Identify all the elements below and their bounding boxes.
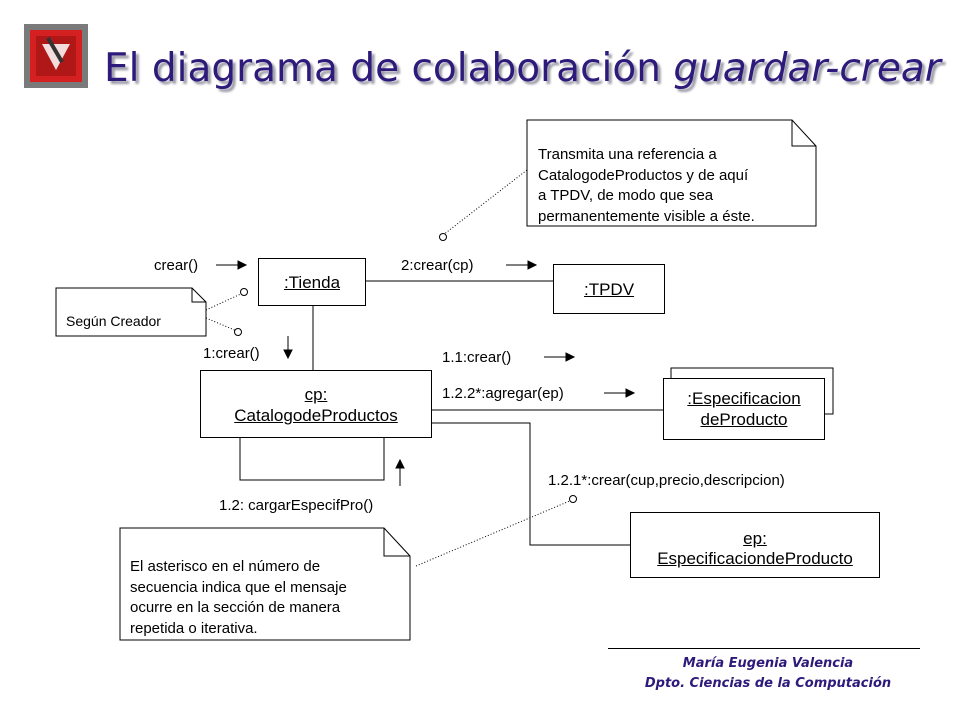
object-especificacion-line2: deProducto — [700, 410, 788, 429]
note-transmita-line: CatalogodeProductos y de aquí — [538, 166, 749, 184]
object-especificacion-line1: :Especificacion — [687, 389, 801, 408]
note-transmita-line: a TPDV, de modo que sea — [538, 187, 714, 204]
object-catalogo-line2: CatalogodeProductos — [234, 406, 398, 425]
note-transmita-connector — [442, 169, 528, 236]
note-asterisco-anchor — [569, 495, 577, 503]
object-catalogo-line1: cp: — [304, 385, 328, 404]
link-catalogo-ep — [432, 422, 630, 546]
note-transmita-line: permanentemente visible a éste. — [538, 207, 755, 225]
object-tpdv: :TPDV — [553, 264, 665, 314]
footer-author: María Eugenia Valencia — [682, 656, 854, 671]
arrow-one-one-crear — [544, 352, 576, 362]
msg-cargar: 1.2: cargarEspecifPro() — [219, 497, 374, 514]
note-asterisco-text: El asterisco en el número de secuencia i… — [130, 557, 347, 639]
footer-divider — [608, 648, 920, 649]
footer-dept: Dpto. Ciencias de la Computación — [644, 676, 892, 691]
note-transmita-line: Transmita una referencia a — [538, 146, 717, 163]
msg-one-one-crear: 1.1:crear() — [442, 349, 512, 366]
title-italic: guardar-crear — [673, 46, 941, 91]
msg-crear-cp: 2:crear(cp) — [401, 257, 474, 274]
note-asterisco-line: repetida o iterativa. — [130, 619, 258, 637]
object-tpdv-label: :TPDV — [583, 280, 635, 299]
page-title: El diagrama de colaboración guardar-crea… — [104, 46, 941, 91]
object-especificacion-multi: :Especificacion deProducto — [663, 378, 825, 440]
note-transmita-shape — [526, 119, 817, 227]
note-creador-shape — [55, 287, 207, 337]
arrow-one-crear — [283, 336, 293, 360]
object-catalogo: cp: CatalogodeProductos — [200, 370, 432, 438]
note-creador-text: Según Creador — [66, 313, 161, 329]
self-link-loop — [239, 438, 385, 481]
object-ep-line1: ep: — [743, 529, 767, 548]
object-ep-line2: EspecificaciondeProducto — [657, 549, 853, 568]
msg-crear-cup: 1.2.1*:crear(cup,precio,descripcion) — [548, 472, 785, 489]
note-asterisco-shape — [119, 527, 411, 641]
msg-agregar: 1.2.2*:agregar(ep) — [442, 385, 564, 402]
note-asterisco-line: secuencia indica que el mensaje — [130, 578, 347, 596]
msg-one-crear: 1:crear() — [203, 345, 260, 362]
note-asterisco-line: ocurre en la sección de manera — [130, 599, 341, 616]
arrow-cargar — [395, 458, 405, 486]
object-tienda: :Tienda — [258, 258, 366, 306]
title-main: El diagrama de colaboración — [104, 46, 674, 91]
object-tienda-label: :Tienda — [283, 273, 341, 292]
note-asterisco-line: El asterisco en el número de — [130, 558, 321, 575]
note-transmita-anchor — [439, 233, 447, 241]
note-asterisco-connector — [415, 499, 573, 567]
arrow-crear — [216, 260, 248, 270]
object-ep: ep: EspecificaciondeProducto — [630, 512, 880, 578]
arrow-crear-cp — [506, 260, 538, 270]
msg-crear: crear() — [154, 257, 199, 274]
note-transmita-text: Transmita una referencia a CatalogodePro… — [538, 145, 755, 227]
logo-icon — [24, 24, 88, 88]
arrow-agregar — [604, 388, 636, 398]
